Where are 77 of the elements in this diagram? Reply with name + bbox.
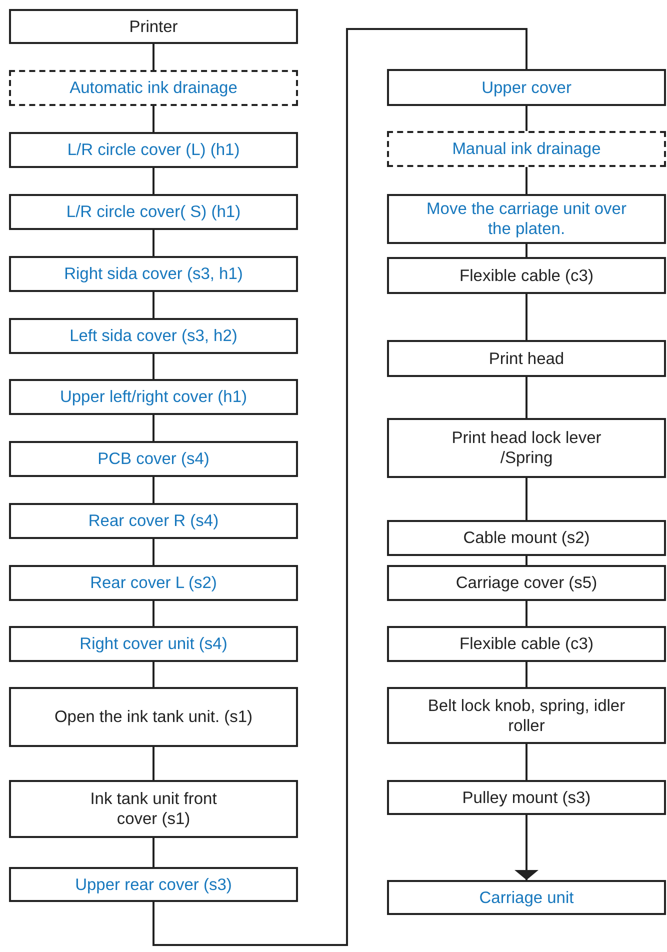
step-label: Carriage unit — [478, 888, 575, 908]
step-label: Rear cover L (s2) — [89, 573, 218, 593]
step-label: Printer — [128, 16, 179, 36]
step-box — [9, 9, 298, 44]
connector-line — [152, 477, 154, 503]
step-box — [9, 565, 298, 601]
step-box — [387, 565, 666, 601]
step-box — [9, 132, 298, 168]
connector-line — [526, 556, 528, 565]
optional-step-box — [9, 70, 298, 106]
connector-line — [152, 28, 528, 946]
step-label: Print head — [488, 348, 566, 368]
step-box — [9, 256, 298, 292]
step-label: Manual ink drainage — [451, 139, 602, 159]
step-label: Ink tank unit front cover (s1) — [89, 789, 218, 829]
step-box — [387, 520, 666, 556]
connector-line — [152, 415, 154, 441]
connector-line — [526, 662, 528, 687]
connector-line — [526, 478, 528, 520]
step-label: Move the carriage unit over the platen. — [426, 199, 628, 239]
step-label: Belt lock knob, spring, idler roller — [426, 696, 626, 736]
connector-line — [152, 168, 154, 194]
step-box — [387, 194, 666, 244]
step-box — [387, 687, 666, 744]
step-label: Flexible cable (c3) — [458, 266, 594, 286]
step-label: Left sida cover (s3, h2) — [68, 326, 238, 346]
step-box — [9, 867, 298, 902]
step-box — [9, 318, 298, 354]
connector-line — [526, 601, 528, 626]
step-box — [387, 340, 666, 377]
step-label: Pulley mount (s3) — [461, 788, 592, 808]
connector-line — [526, 167, 528, 194]
step-label: Right cover unit (s4) — [78, 634, 228, 654]
step-box — [387, 257, 666, 294]
connector-line — [152, 106, 154, 132]
connector-line — [152, 539, 154, 565]
step-box — [9, 441, 298, 477]
connector-line — [152, 354, 154, 379]
step-label: L/R circle cover( S) (h1) — [65, 202, 242, 222]
optional-step-box — [387, 131, 666, 167]
step-label: PCB cover (s4) — [96, 449, 210, 469]
step-box — [387, 418, 666, 478]
step-box — [9, 780, 298, 838]
step-label: Upper left/right cover (h1) — [58, 387, 248, 407]
step-box — [9, 379, 298, 415]
step-box — [387, 626, 666, 662]
connector-line — [526, 244, 528, 257]
step-label: Flexible cable (c3) — [458, 634, 594, 654]
connector-line — [152, 838, 154, 867]
step-label: Automatic ink drainage — [68, 78, 238, 98]
step-box — [387, 69, 666, 106]
step-box — [9, 687, 298, 747]
step-label: Upper rear cover (s3) — [74, 874, 233, 894]
step-label: L/R circle cover (L) (h1) — [66, 140, 241, 160]
connector-line — [526, 294, 528, 340]
connector-line — [152, 230, 154, 256]
step-box — [9, 503, 298, 539]
step-label: Upper cover — [480, 78, 572, 98]
connector-line — [152, 747, 154, 780]
step-box — [387, 880, 666, 915]
step-label: Open the ink tank unit. (s1) — [53, 707, 254, 727]
step-box — [9, 626, 298, 662]
connector-line — [152, 662, 154, 687]
step-box — [387, 780, 666, 815]
step-label: Cable mount (s2) — [462, 528, 591, 548]
step-box — [9, 194, 298, 230]
connector-line — [152, 44, 154, 70]
connector-line — [526, 377, 528, 418]
step-label: Carriage cover (s5) — [454, 573, 598, 593]
connector-line — [526, 744, 528, 780]
step-label: Print head lock lever /Spring — [450, 428, 602, 468]
step-label: Rear cover R (s4) — [87, 511, 220, 531]
connector-line — [526, 106, 528, 131]
arrow — [514, 815, 538, 880]
connector-line — [152, 292, 154, 318]
step-label: Right sida cover (s3, h1) — [63, 264, 244, 284]
connector-line — [152, 601, 154, 626]
